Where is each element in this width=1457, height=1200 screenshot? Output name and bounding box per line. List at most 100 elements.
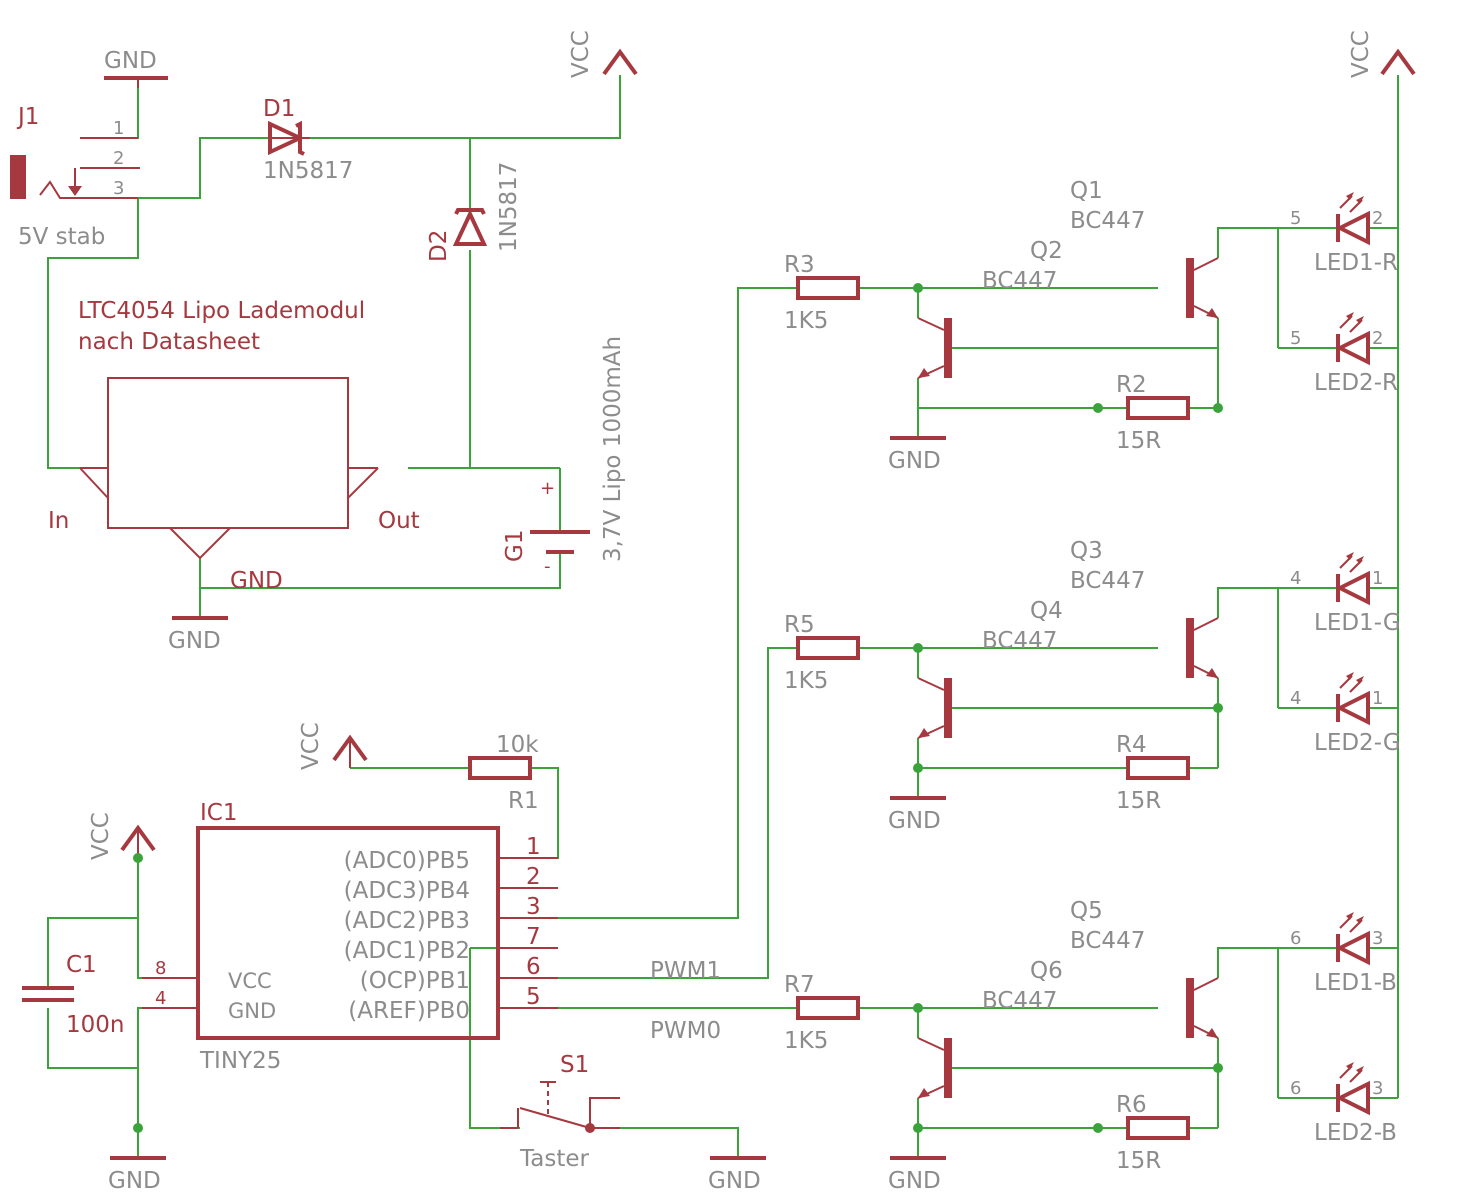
ltc4054-module: LTC4054 Lipo Lademodul nach Datasheet In… — [48, 298, 420, 594]
led1: 6 3 LED1-B — [1290, 912, 1397, 996]
module-title-line1: LTC4054 Lipo Lademodul — [78, 298, 365, 324]
gnd-symbol: GND — [888, 1156, 946, 1194]
s1-value: Taster — [519, 1146, 589, 1172]
ic1-pin-num: 7 — [526, 924, 541, 950]
base-resistor-ref: R5 — [784, 612, 815, 638]
j1-value: 5V stab — [18, 224, 105, 250]
d1-value: 1N5817 — [263, 158, 353, 184]
s1-pushbutton: S1 Taster — [500, 1052, 620, 1172]
transistor-ref: Q2 — [1030, 238, 1063, 264]
transistor-q-driver — [1186, 257, 1219, 319]
gnd-label: GND — [108, 1168, 161, 1194]
vcc-label: VCC — [298, 722, 324, 770]
net-label-pwm1: PWM1 — [650, 958, 721, 984]
transistor-q-sense — [917, 1037, 952, 1099]
ic1-pin-name: (ADC3)PB4 — [344, 878, 470, 904]
sense-resistor-ref: R6 — [1116, 1092, 1147, 1118]
d1-ref: D1 — [263, 96, 295, 122]
led-pin-cathode: 1 — [1372, 568, 1383, 589]
c1-ref: C1 — [66, 952, 97, 978]
g1-minus: - — [544, 556, 551, 577]
r1-ref: R1 — [508, 788, 539, 814]
led-ref: LED1-B — [1314, 970, 1397, 996]
d1-diode: D1 1N5817 — [263, 96, 353, 184]
led-ref: LED2-B — [1314, 1120, 1397, 1146]
power-input-section: GND J1 1 2 3 5V stab D1 1N5817 VCC — [10, 30, 638, 654]
gnd-symbol: GND — [108, 1156, 166, 1194]
gnd-label: GND — [168, 628, 221, 654]
gnd-symbol: GND — [168, 616, 228, 654]
c1-capacitor: C1 100n — [22, 952, 124, 1038]
mcu-section: VCC 10k R1 VCC C1 100n IC1 TINY25 — [22, 287, 798, 1194]
ic1-pin-num: 5 — [526, 984, 541, 1010]
transistor-ref: Q3 — [1070, 538, 1103, 564]
transistor-value: BC447 — [1070, 568, 1145, 594]
module-in-label: In — [48, 508, 69, 534]
led-ref: LED2-G — [1314, 730, 1401, 756]
gnd-label: GND — [708, 1168, 761, 1194]
gnd-symbol: GND — [104, 48, 168, 88]
transistor-q-sense — [917, 317, 952, 379]
vcc-label: VCC — [568, 30, 594, 78]
gnd-label: GND — [888, 448, 941, 474]
transistor-q-driver — [1186, 617, 1219, 679]
led-pin-cathode: 2 — [1372, 328, 1383, 349]
led-pin-anode: 4 — [1290, 568, 1301, 589]
gnd-label: GND — [104, 48, 157, 74]
base-resistor-value: 1K5 — [784, 668, 828, 694]
ic1-value: TINY25 — [199, 1048, 281, 1074]
led-pin-anode: 5 — [1290, 208, 1301, 229]
led-pin-anode: 6 — [1290, 1078, 1301, 1099]
g1-plus: + — [540, 478, 555, 499]
r1-value: 10k — [496, 732, 539, 758]
vcc-symbol: VCC — [1348, 30, 1416, 78]
j1-ref: J1 — [16, 104, 39, 130]
module-out-label: Out — [378, 508, 420, 534]
transistor-q-driver — [1186, 977, 1219, 1039]
ic1-attiny25: IC1 TINY25 8 4 VCC GND 1 2 3 7 6 5 — [142, 800, 558, 1074]
ic1-pin-name: (OCP)PB1 — [360, 968, 470, 994]
sense-resistor-ref: R4 — [1116, 732, 1147, 758]
transistor-value: BC447 — [982, 268, 1057, 294]
transistor-ref: Q6 — [1030, 958, 1063, 984]
led-pin-anode: 5 — [1290, 328, 1301, 349]
gnd-symbol: GND — [708, 1156, 766, 1194]
r1-resistor: 10k R1 — [468, 732, 539, 814]
d2-value: 1N5817 — [496, 162, 522, 252]
vcc-label: VCC — [1348, 30, 1374, 78]
d2-ref: D2 — [426, 230, 452, 262]
led-channel-red: R3 1K5 R2 15R Q1 BC447 Q2 BC447 5 — [784, 178, 1398, 474]
led2: 5 2 LED2-R — [1290, 312, 1398, 396]
led-pin-cathode: 3 — [1372, 1078, 1383, 1099]
ic1-pin-num: 6 — [526, 954, 541, 980]
ic1-pin-name: (AREF)PB0 — [348, 998, 470, 1024]
vcc-symbol: VCC — [298, 722, 368, 770]
led2: 4 1 LED2-G — [1290, 672, 1401, 756]
sense-resistor-value: 15R — [1116, 788, 1161, 814]
base-resistor-value: 1K5 — [784, 1028, 828, 1054]
ic1-pin-name: VCC — [228, 969, 272, 993]
transistor-value: BC447 — [982, 628, 1057, 654]
ic1-pin-num: 1 — [526, 834, 541, 860]
sense-resistor-value: 15R — [1116, 1148, 1161, 1174]
gnd-label: GND — [888, 808, 941, 834]
module-gnd-label: GND — [230, 568, 283, 594]
ic1-ref: IC1 — [200, 800, 237, 826]
vcc-label: VCC — [88, 812, 114, 860]
led1: 4 1 LED1-G — [1290, 552, 1401, 636]
base-resistor-value: 1K5 — [784, 308, 828, 334]
transistor-ref: Q1 — [1070, 178, 1103, 204]
ic1-pin-num: 3 — [526, 894, 541, 920]
led-channel-green: R5 1K5 R4 15R Q3 BC447 Q4 BC447 4 — [784, 538, 1401, 834]
j1-pin2: 2 — [113, 148, 124, 169]
transistor-q-sense — [917, 677, 952, 739]
led-pin-anode: 6 — [1290, 928, 1301, 949]
c1-value: 100n — [66, 1012, 124, 1038]
ic1-pin-name: (ADC1)PB2 — [344, 938, 470, 964]
g1-value: 3,7V Lipo 1000mAh — [600, 336, 626, 562]
led-channel-blue: R7 1K5 R6 15R Q5 BC447 Q6 BC447 6 — [784, 898, 1398, 1194]
gnd-symbol: GND — [888, 436, 946, 474]
led-pin-cathode: 1 — [1372, 688, 1383, 709]
led-pin-cathode: 3 — [1372, 928, 1383, 949]
